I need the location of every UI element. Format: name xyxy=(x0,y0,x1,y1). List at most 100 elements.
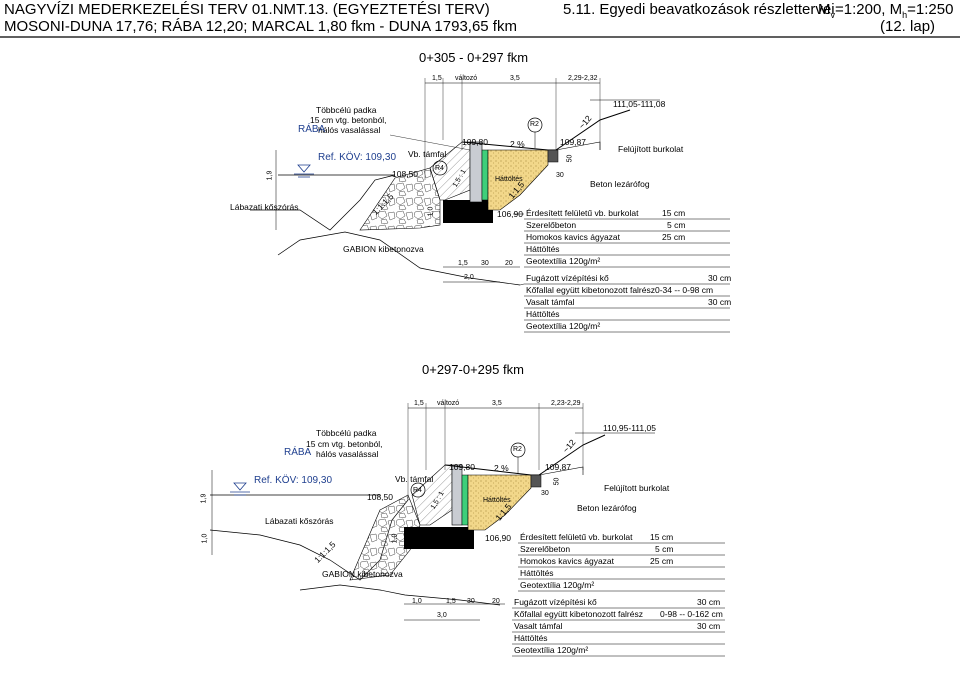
s2-padka-0: Többcélú padka xyxy=(316,428,377,438)
s1-l2-0-name: Fugázott vízépítési kő xyxy=(526,273,609,283)
s2-r4-label: R4 xyxy=(413,487,422,494)
s2-l1-1-val: 5 cm xyxy=(655,544,674,554)
s2-dim-top-3: 2,23-2,29 xyxy=(551,400,581,407)
s2-lvl-10690: 106,90 xyxy=(485,533,511,543)
s2-l2-1-val: 0-98 -- 0-162 cm xyxy=(660,609,723,619)
s2-slope-2pct: 2 % xyxy=(494,463,509,473)
s2-r2-label: R2 xyxy=(513,446,522,453)
s1-dim-19: 1,9 xyxy=(266,170,274,181)
s1-l1-4-name: Geotextília 120g/m² xyxy=(526,256,601,266)
s2-dim-10b: 1,0 xyxy=(391,533,399,544)
section1-title: 0+305 - 0+297 fkm xyxy=(419,50,529,65)
s2-lvl-10980: 109,80 xyxy=(449,462,475,472)
s1-lvl-10850: 108,50 xyxy=(392,169,418,179)
s1-lvl-10690: 106,90 xyxy=(497,209,523,219)
s2-dim-top-2: 3,5 xyxy=(492,400,502,407)
s2-hattoltes: Háttöltés xyxy=(483,497,511,504)
s2-l1-0-name: Érdesített felületű vb. burkolat xyxy=(520,532,633,542)
s2-lvl-10850: 108,50 xyxy=(367,492,393,502)
s2-dim-top-1: változó xyxy=(437,400,460,407)
s1-lvl-10980: 109,80 xyxy=(462,137,488,147)
s1-hattoltes: Háttöltés xyxy=(495,176,523,183)
s2-dim-50: 50 xyxy=(553,477,561,486)
s1-level-top: 111,05-111,08 xyxy=(613,99,666,109)
s2-l2-4-name: Geotextília 120g/m² xyxy=(514,645,589,655)
s2-l2-2-name: Vasalt támfal xyxy=(514,621,563,631)
s1-river-label: RÁBA xyxy=(298,124,326,135)
s1-l1-1-val: 5 cm xyxy=(667,220,686,230)
s1-dim-50: 50 xyxy=(566,154,574,163)
header-title-2: MOSONI-DUNA 17,76; RÁBA 12,20; MARCAL 1,… xyxy=(4,18,517,35)
s2-ref-label: Ref. KÖV: 109,30 xyxy=(254,475,333,486)
s2-beton-lezaro: Beton lezárófog xyxy=(577,503,637,513)
s1-gabion: GABION kibetonozva xyxy=(343,244,424,254)
s1-l1-2-name: Homokos kavics ágyazat xyxy=(526,232,621,242)
s2-felujitott: Felújított burkolat xyxy=(604,483,670,493)
s1-dim-top-1: változó xyxy=(455,75,478,82)
s1-ref-label: Ref. KÖV: 109,30 xyxy=(318,152,397,163)
s2-padka-1: 15 cm vtg. betonból, xyxy=(306,439,383,449)
s1-dim-30: 30 xyxy=(556,172,564,179)
s1-slope-2pct: 2 % xyxy=(510,139,525,149)
s1-l1-1-name: Szerelőbeton xyxy=(526,220,577,230)
s1-padka-1: 15 cm vtg. betonból, xyxy=(310,115,387,125)
s1-padka-2: hálós vasalással xyxy=(318,125,381,135)
s2-dim-bot-0: 1,0 xyxy=(412,598,422,605)
membrane xyxy=(481,149,489,201)
s1-vb-tamfal: Vb. támfal xyxy=(408,149,447,159)
s1-dim-total: 2,0 xyxy=(464,274,474,281)
s1-l2-1-name: Kőfallal együtt kibetonozott falrész xyxy=(526,285,655,295)
s2-l1-2-name: Homokos kavics ágyazat xyxy=(520,556,615,566)
s2-dim-bot-3: 20 xyxy=(492,598,500,605)
s1-l2-1-val: 0-34 -- 0-98 cm xyxy=(655,285,714,295)
s2-l1-3-name: Háttöltés xyxy=(520,568,554,578)
header-center: 5.11. Egyedi beavatkozások részlettervei xyxy=(563,1,835,18)
s1-labazati: Lábazati kőszórás xyxy=(230,202,299,212)
s2-l1-0-val: 15 cm xyxy=(650,532,674,542)
s1-dim-bot-2: 20 xyxy=(505,260,513,267)
s1-dim-top-0: 1,5 xyxy=(432,75,442,82)
s1-l2-2-val: 30 cm xyxy=(708,297,732,307)
header-title-1: NAGYVÍZI MEDERKEZELÉSI TERV 01.NMT.13. (… xyxy=(4,1,490,18)
header-page: (12. lap) xyxy=(880,18,936,35)
s2-l2-0-val: 30 cm xyxy=(697,597,721,607)
s2-l1-4-name: Geotextília 120g/m² xyxy=(520,580,595,590)
s2-padka-2: hálós vasalással xyxy=(316,449,379,459)
s1-l1-0-val: 15 cm xyxy=(662,208,686,218)
s1-l2-0-val: 30 cm xyxy=(708,273,732,283)
gabion-block xyxy=(443,200,493,223)
s2-l2-1-name: Kőfallal együtt kibetonozott falrész xyxy=(514,609,643,619)
s1-dim-bot-0: 1,5 xyxy=(458,260,468,267)
s2-vb-tamfal: Vb. támfal xyxy=(395,474,434,484)
s2-dim-19: 1,9 xyxy=(200,493,208,504)
s2-dim-total: 3,0 xyxy=(437,612,447,619)
s2-l1-1-name: Szerelőbeton xyxy=(520,544,571,554)
section2-title: 0+297-0+295 fkm xyxy=(422,362,524,377)
s2-l2-2-val: 30 cm xyxy=(697,621,721,631)
s2-l2-0-name: Fugázott vízépítési kő xyxy=(514,597,597,607)
s1-dim-top-3: 2,29-2,32 xyxy=(568,75,598,82)
s1-beton-lezaro: Beton lezárófog xyxy=(590,179,650,189)
r4-marker xyxy=(432,160,448,176)
section2-drawing xyxy=(209,403,725,657)
s2-l1-2-val: 25 cm xyxy=(650,556,674,566)
section1-drawing xyxy=(250,78,730,333)
s2-gabion: GABION kibetonozva xyxy=(322,569,403,579)
s2-dim-top-0: 1,5 xyxy=(414,400,424,407)
s1-l1-0-name: Érdesített felületű vb. burkolat xyxy=(526,208,639,218)
s1-l1-2-val: 25 cm xyxy=(662,232,686,242)
s2-dim-30: 30 xyxy=(541,490,549,497)
s2-level-top: 110,95-111,05 xyxy=(603,423,656,433)
s1-lvl-10987: 109,87 xyxy=(560,137,586,147)
s2-dim-bot-1: 1,5 xyxy=(446,598,456,605)
s1-felujitott: Felújított burkolat xyxy=(618,144,684,154)
s2-lvl-10987: 109,87 xyxy=(545,462,571,472)
s2-dim-bot-2: 30 xyxy=(467,598,475,605)
header-scale: Mv=1:200, Mh=1:250 xyxy=(818,1,954,20)
s1-r2-label: R2 xyxy=(530,121,539,128)
s2-labazati: Lábazati kőszórás xyxy=(265,516,334,526)
s1-padka-0: Többcélú padka xyxy=(316,105,377,115)
s1-r4-label: R4 xyxy=(435,165,444,172)
s1-dim-top-2: 3,5 xyxy=(510,75,520,82)
